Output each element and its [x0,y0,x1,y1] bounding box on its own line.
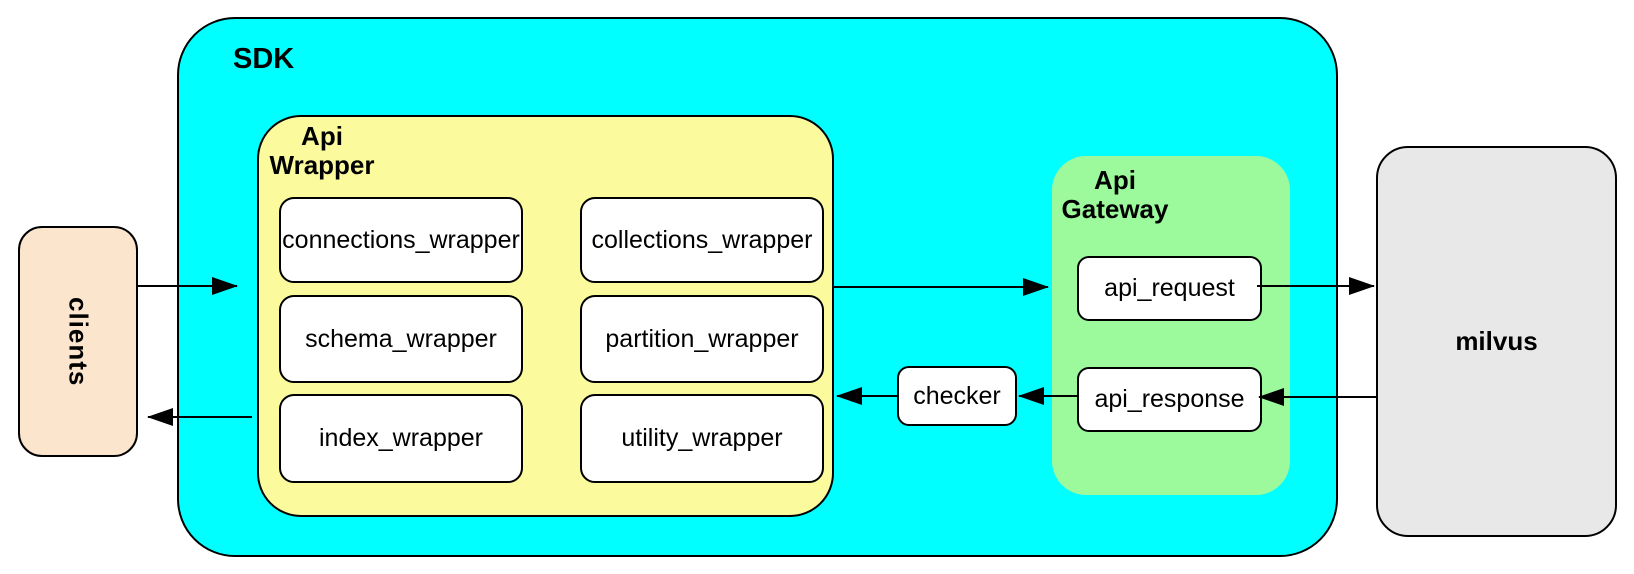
api-request-box: api_request [1077,256,1262,321]
api-wrapper-label-line2: Wrapper [269,150,375,180]
module-collections-wrapper: collections_wrapper [580,197,824,283]
clients-box: clients [18,226,138,457]
sdk-label: SDK [233,43,295,75]
api-wrapper-label-line1: Api [301,121,343,151]
api-gateway-box: Api Gateway api_request api_response [1052,156,1290,495]
milvus-box: milvus [1376,146,1617,537]
module-utility-wrapper: utility_wrapper [580,394,824,483]
module-connections-wrapper: connections_wrapper [279,197,523,283]
checker-box: checker [897,366,1017,426]
milvus-label: milvus [1455,326,1538,356]
api-wrapper-label: Api Wrapper [260,122,384,180]
clients-label: clients [63,296,94,387]
api-response-box: api_response [1077,367,1262,432]
api-gateway-label: Api Gateway [1053,166,1177,224]
module-partition-wrapper: partition_wrapper [580,295,824,383]
api-gateway-label-line1: Api [1094,165,1136,195]
module-schema-wrapper: schema_wrapper [279,295,523,383]
api-wrapper-box: Api Wrapper connections_wrapper collecti… [257,115,834,517]
module-index-wrapper: index_wrapper [279,394,523,483]
api-gateway-label-line2: Gateway [1061,194,1169,224]
